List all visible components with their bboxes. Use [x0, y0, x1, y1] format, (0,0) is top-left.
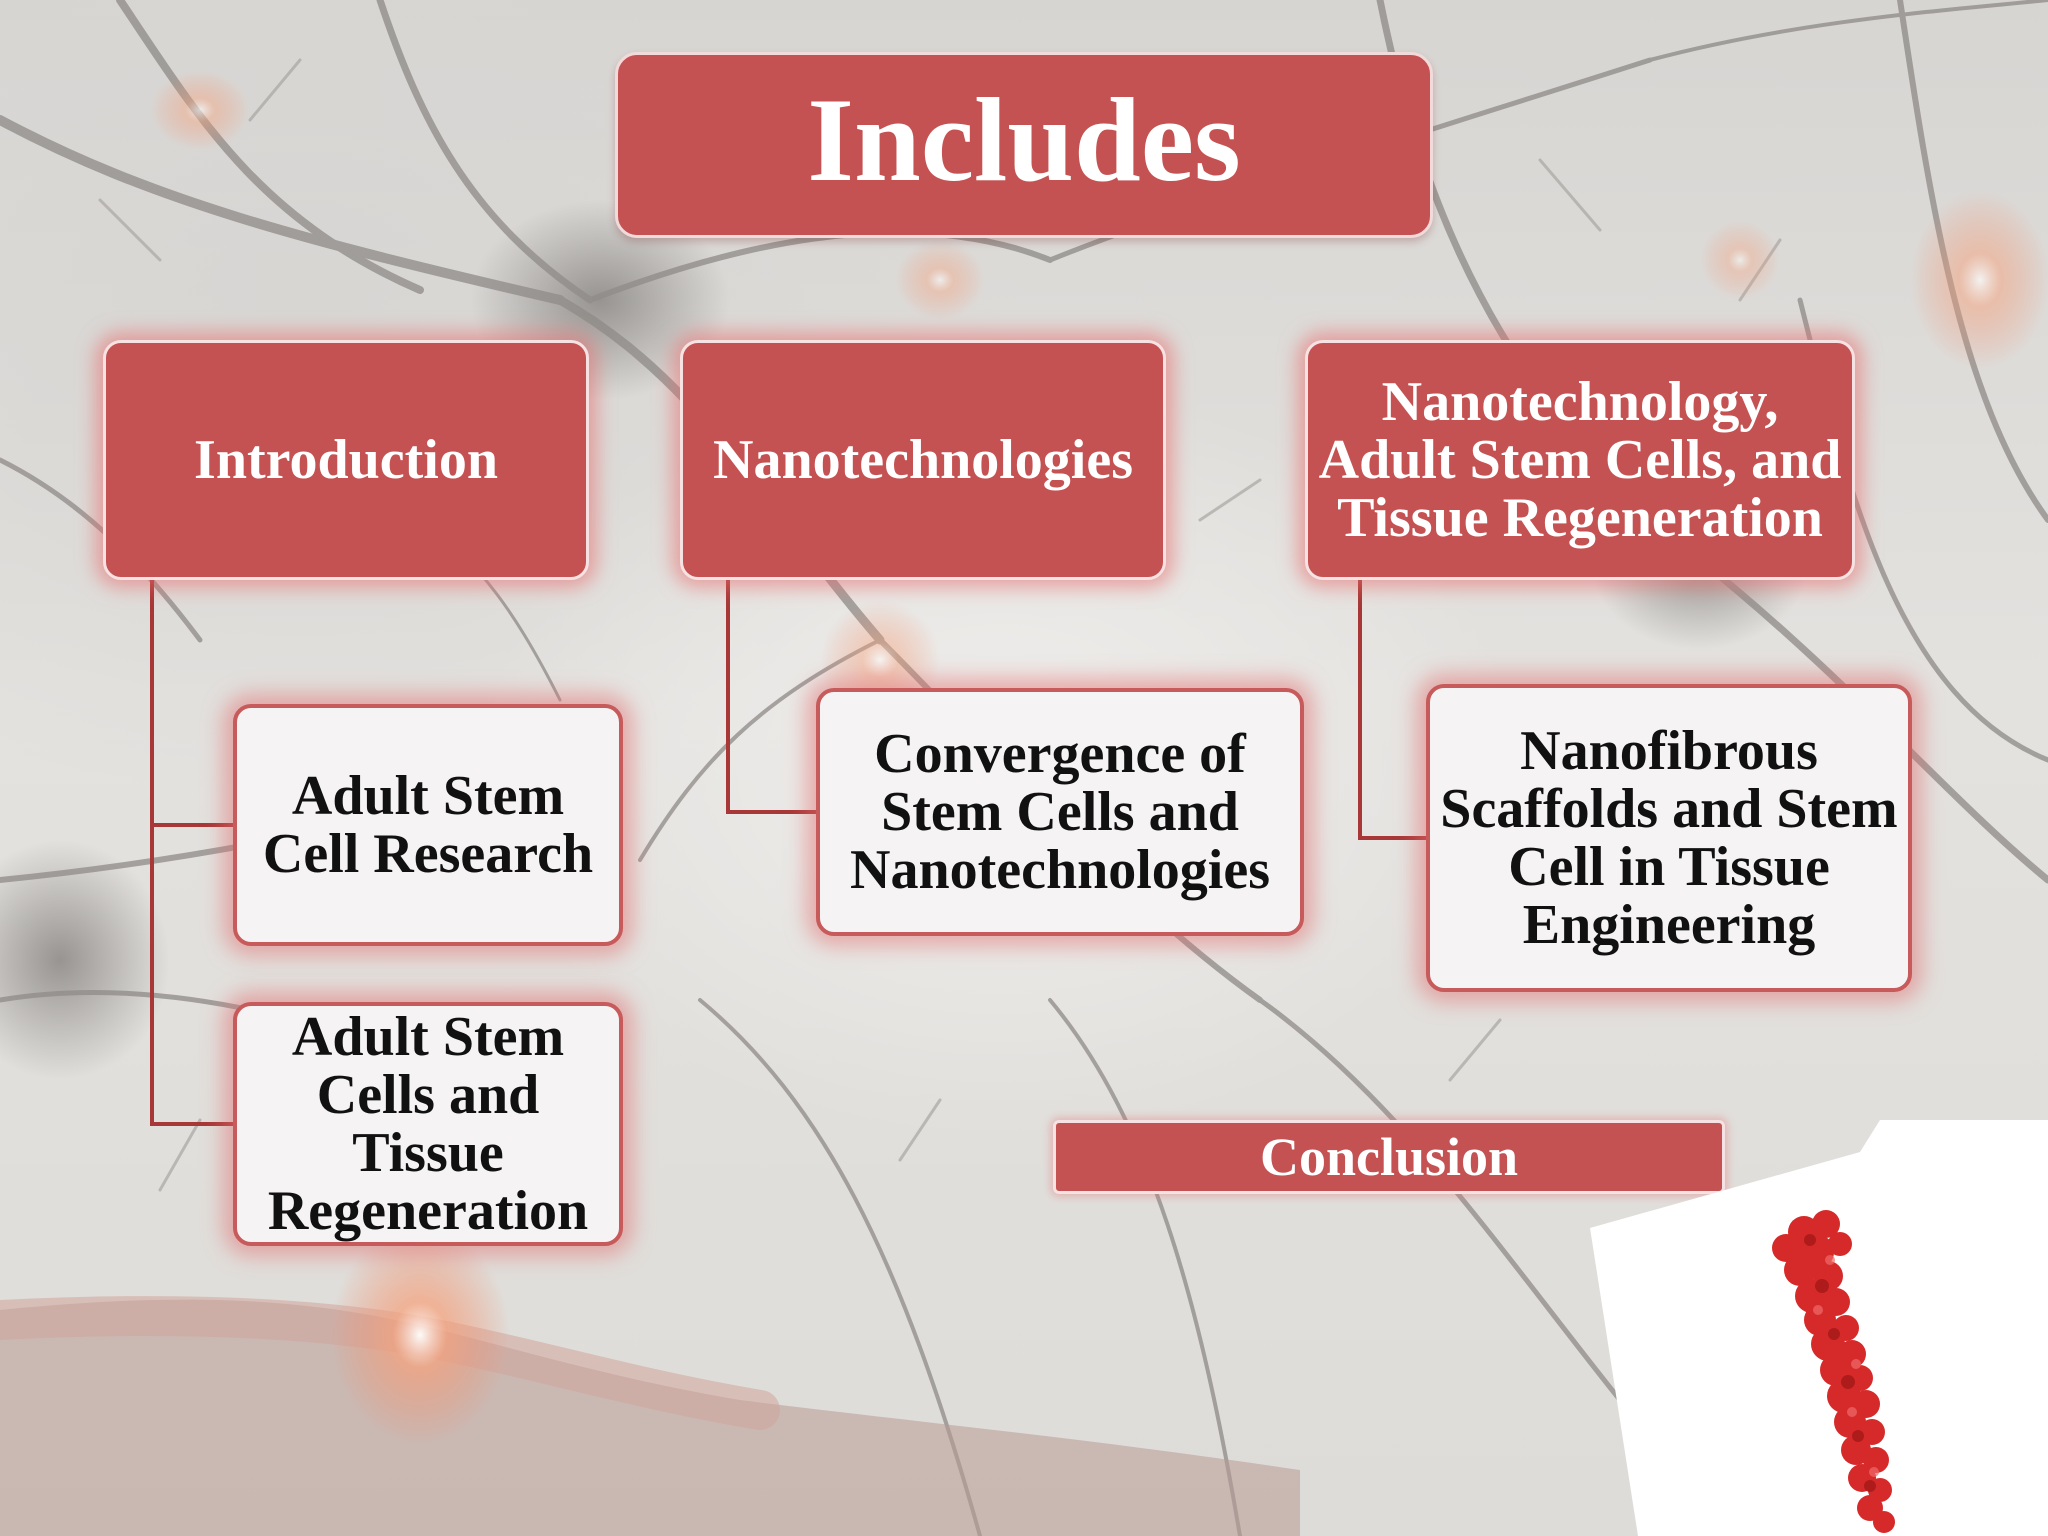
conclusion-box: Conclusion — [1053, 1120, 1725, 1194]
topic-label: Nanotechnology, Adult Stem Cells, and Ti… — [1318, 370, 1842, 550]
page-title: Includes — [807, 73, 1241, 206]
subtopic-convergence: Convergence of Stem Cells and Nanotechno… — [816, 688, 1304, 936]
subtopic-nanofibrous-scaffolds: Nanofibrous Scaffolds and Stem Cell in T… — [1426, 684, 1912, 992]
subtopic-label: Adult Stem Cells and Tissue Regeneration — [267, 1005, 589, 1243]
subtopic-label: Nanofibrous Scaffolds and Stem Cell in T… — [1440, 719, 1898, 957]
topic-label: Nanotechnologies — [713, 429, 1133, 491]
title-box: Includes — [615, 52, 1433, 238]
subtopic-adult-stem-cells-tissue-regeneration: Adult Stem Cells and Tissue Regeneration — [233, 1002, 623, 1246]
topic-nanotechnologies: Nanotechnologies — [680, 340, 1166, 580]
subtopic-label: Convergence of Stem Cells and Nanotechno… — [850, 722, 1270, 902]
topic-label: Introduction — [194, 429, 498, 491]
topic-nanotechnology-stem-cells-tissue: Nanotechnology, Adult Stem Cells, and Ti… — [1305, 340, 1855, 580]
subtopic-label: Adult Stem Cell Research — [262, 764, 594, 885]
topic-introduction: Introduction — [103, 340, 589, 580]
conclusion-label: Conclusion — [1259, 1127, 1519, 1187]
protein-molecule-image — [1590, 1120, 2048, 1536]
subtopic-adult-stem-cell-research: Adult Stem Cell Research — [233, 704, 623, 946]
